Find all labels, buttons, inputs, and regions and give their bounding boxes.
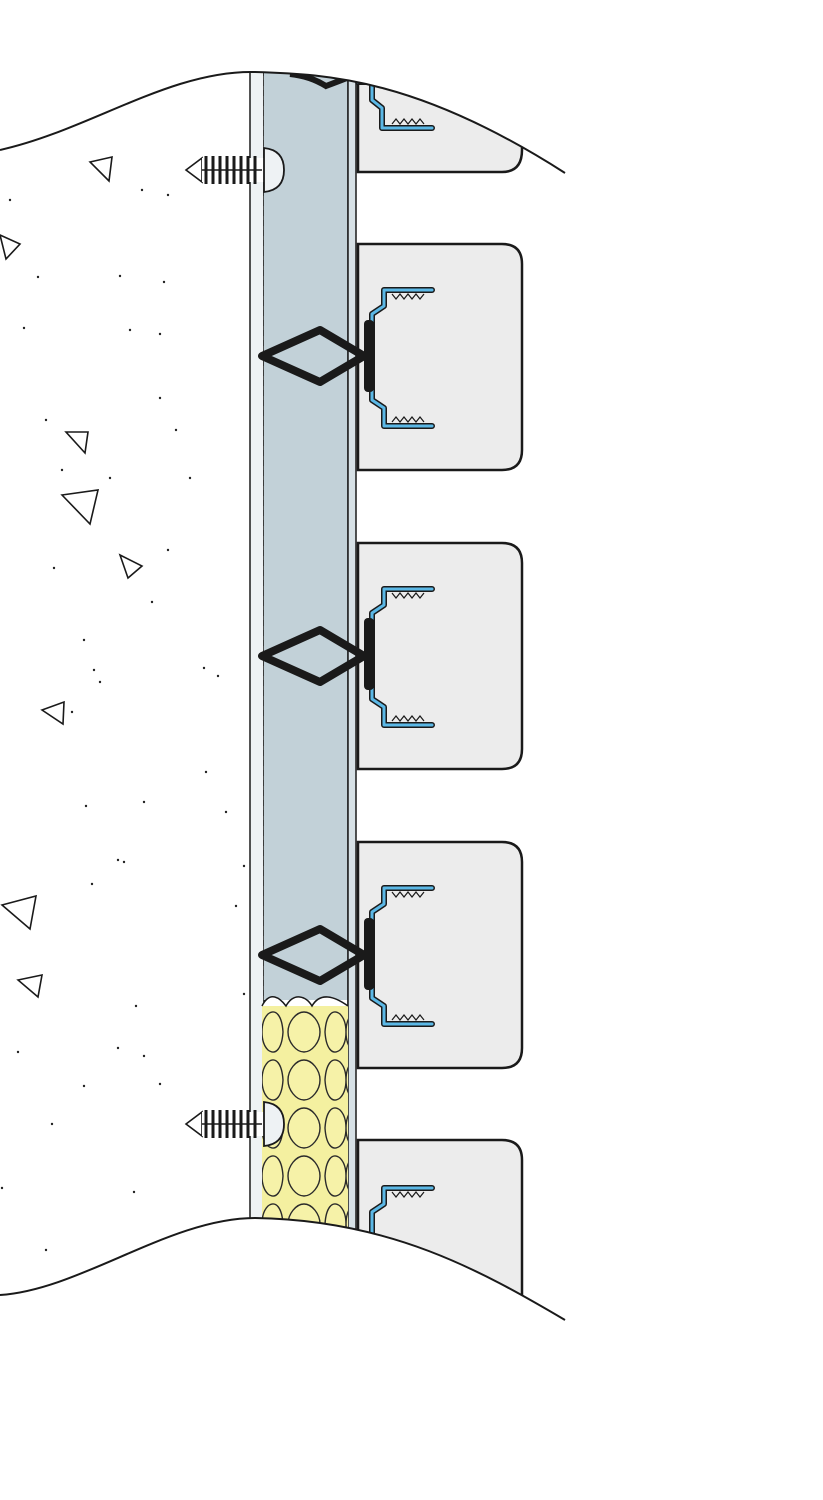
gasket-teeth <box>391 118 425 1198</box>
cladding-panel <box>356 840 524 1070</box>
break-lines <box>0 70 566 1321</box>
screw-anchor <box>184 147 285 193</box>
aggregate-dots <box>0 188 246 1252</box>
aggregate-triangles <box>0 155 144 999</box>
cladding-panel <box>356 242 524 472</box>
diamond-clips <box>258 320 374 990</box>
cladding-panels <box>356 71 524 1320</box>
diamond-clip <box>258 618 374 690</box>
base-plate <box>249 71 265 1241</box>
screw-anchor <box>184 1101 285 1147</box>
diamond-clip <box>258 320 374 392</box>
cladding-panel <box>356 541 524 771</box>
concrete-substrate <box>0 71 255 1295</box>
screw-anchors <box>184 147 285 1147</box>
top-break-line <box>0 70 566 174</box>
diamond-clip <box>258 918 374 990</box>
vertical-support-rail <box>264 71 348 1000</box>
bottom-break-line <box>0 1216 566 1321</box>
